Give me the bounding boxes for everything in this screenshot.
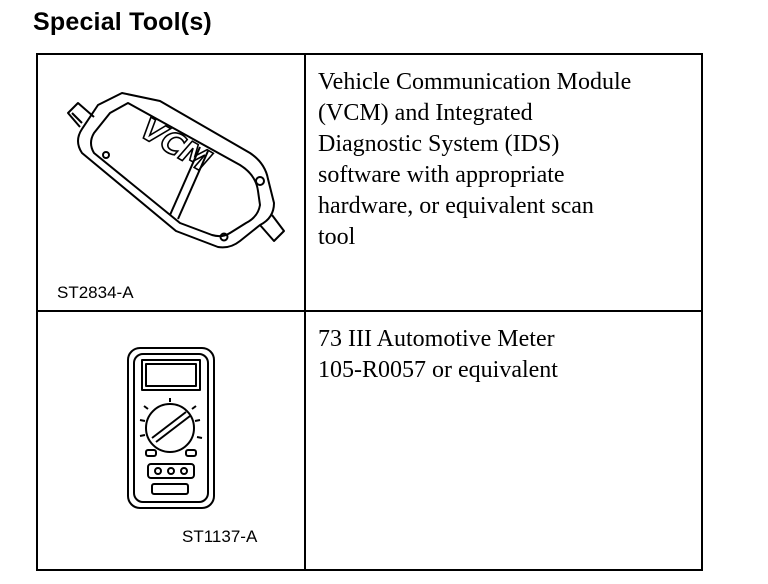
multimeter-icon [127,347,215,509]
page-title: Special Tool(s) [33,8,212,36]
tool-image-cell: VCM ST2834-A [36,53,306,312]
tool-code: ST1137-A [182,527,258,546]
tool-description: 73 III Automotive Meter 105-R0057 or equ… [318,326,558,383]
tool-description-cell: Vehicle Communication Module (VCM) and I… [304,53,703,312]
tool-description-cell: 73 III Automotive Meter 105-R0057 or equ… [304,310,703,571]
tool-image-cell: ST1137-A [36,310,306,571]
table-row: ST1137-A 73 III Automotive Meter 105-R00… [36,310,703,571]
vcm-module-icon: VCM [67,92,285,249]
svg-text:VCM: VCM [134,112,217,180]
tool-description: Vehicle Communication Module (VCM) and I… [318,69,632,250]
table-row: VCM ST2834-A Vehicle Communication Modul… [36,53,703,312]
special-tools-table: VCM ST2834-A Vehicle Communication Modul… [36,53,703,571]
tool-code: ST2834-A [57,283,134,302]
